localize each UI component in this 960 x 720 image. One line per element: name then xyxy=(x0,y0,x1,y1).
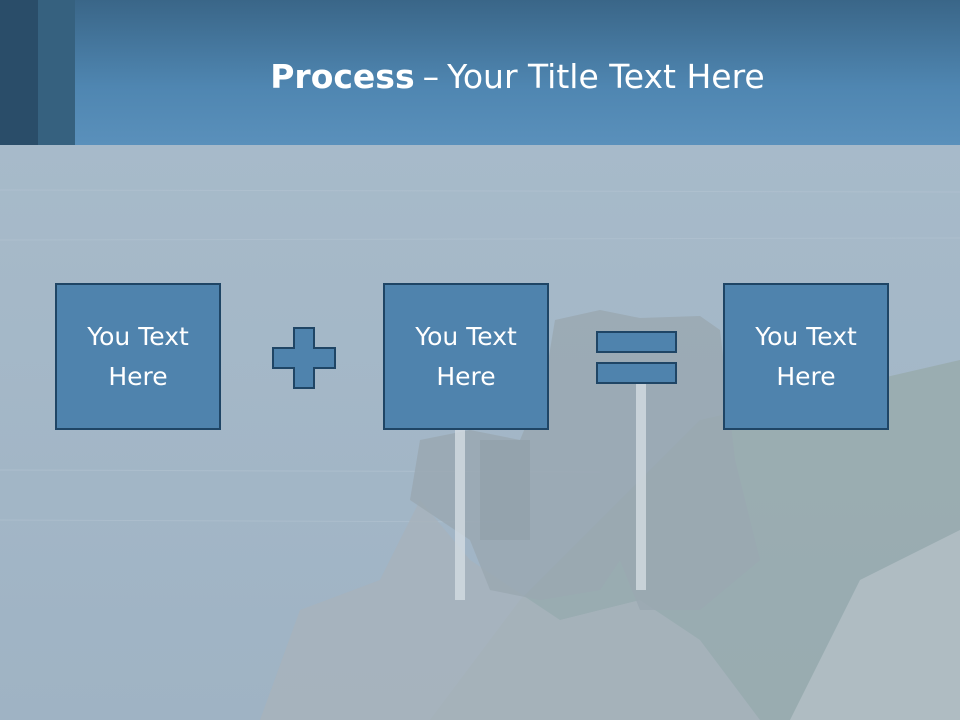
title-text: Your Title Text Here xyxy=(447,56,765,96)
slide-title[interactable]: Process – Your Title Text Here xyxy=(75,46,960,106)
process-box-3[interactable]: You Text Here xyxy=(723,283,889,430)
process-box-label: You Text Here xyxy=(87,321,189,391)
header-accent-stripe xyxy=(0,0,38,145)
process-box-label: You Text Here xyxy=(755,321,857,391)
title-separator: – xyxy=(422,56,440,96)
equals-icon xyxy=(596,331,677,384)
title-bar: Process – Your Title Text Here xyxy=(0,0,960,145)
process-box-2[interactable]: You Text Here xyxy=(383,283,549,430)
title-bold-text: Process xyxy=(270,56,415,96)
header-accent-stripe xyxy=(38,0,75,145)
process-box-1[interactable]: You Text Here xyxy=(55,283,221,430)
process-box-label: You Text Here xyxy=(415,321,517,391)
plus-icon xyxy=(272,327,336,389)
